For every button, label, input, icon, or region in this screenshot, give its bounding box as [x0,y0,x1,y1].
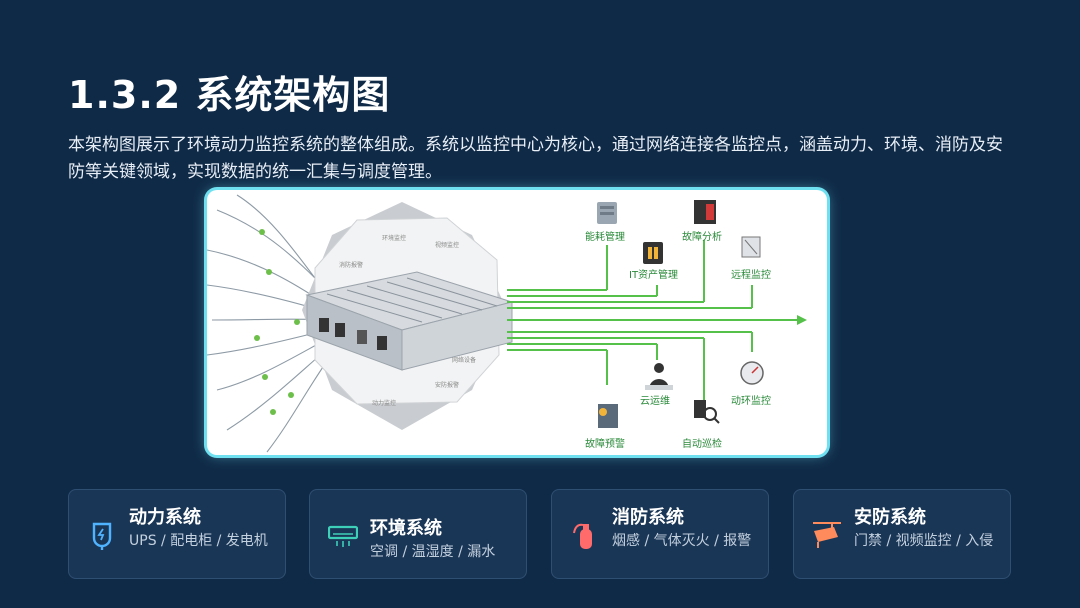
zone-label: 视频监控 [435,241,459,249]
card-title: 安防系统 [854,507,926,528]
power-plug-icon [92,522,112,550]
security-camera-icon [813,522,841,548]
gauge-icon [740,361,764,385]
node-label-cloud-ops: 云运维 [640,394,670,407]
node-label-it-asset: IT资产管理 [629,268,678,281]
card-power-system: 动力系统 UPS / 配电柜 / 发电机 [68,489,286,579]
card-title: 消防系统 [612,507,684,528]
magnifier-icon [694,400,720,424]
person-icon [645,363,673,390]
connector-lines [507,240,797,400]
architecture-diagram: 环境监控 视频监控 安防报警 动力监控 消防报警 网络设备 [207,190,827,455]
fire-extinguisher-icon [573,523,592,549]
zone-label: 安防报警 [435,381,459,389]
arrow-head-icon [797,315,807,325]
slide-description: 本架构图展示了环境动力监控系统的整体组成。系统以监控中心为核心，通过网络连接各监… [68,135,1003,182]
node-label-fault-warning: 故障预警 [585,437,625,450]
air-conditioner-icon [328,525,358,547]
card-subtitle: UPS / 配电柜 / 发电机 [129,533,268,549]
node-label-remote-monitor: 远程监控 [731,268,771,281]
remote-icon [741,236,761,258]
zone-label: 消防报警 [339,261,363,269]
node-label-fault-analysis: 故障分析 [682,230,722,243]
warning-server-icon [598,404,618,428]
card-subtitle: 烟感 / 气体灭火 / 报警 [612,533,752,549]
card-fire-system: 消防系统 烟感 / 气体灭火 / 报警 [551,489,769,579]
battery-icon [643,242,663,264]
server-stack-icon [597,202,617,224]
card-security-system: 安防系统 门禁 / 视频监控 / 入侵 [793,489,1011,579]
card-title: 环境系统 [370,518,442,539]
slide-title: 1.3.2 系统架构图 [68,73,391,117]
rack-icon [694,200,716,224]
node-label-auto-inspection: 自动巡检 [682,437,722,450]
node-label-energy: 能耗管理 [585,230,625,243]
card-subtitle: 门禁 / 视频监控 / 入侵 [854,533,994,549]
zone-label: 环境监控 [382,234,406,242]
zone-label: 网络设备 [452,356,476,364]
zone-label: 动力监控 [372,399,396,407]
data-center-model [305,271,514,371]
zone-labels: 环境监控 视频监控 安防报警 动力监控 消防报警 网络设备 [339,234,476,407]
card-title: 动力系统 [129,507,201,528]
node-label-env-monitor: 动环监控 [731,394,771,407]
card-subtitle: 空调 / 温湿度 / 漏水 [370,544,496,560]
card-environment-system: 环境系统 空调 / 温湿度 / 漏水 [309,489,527,579]
input-dots [254,229,300,415]
